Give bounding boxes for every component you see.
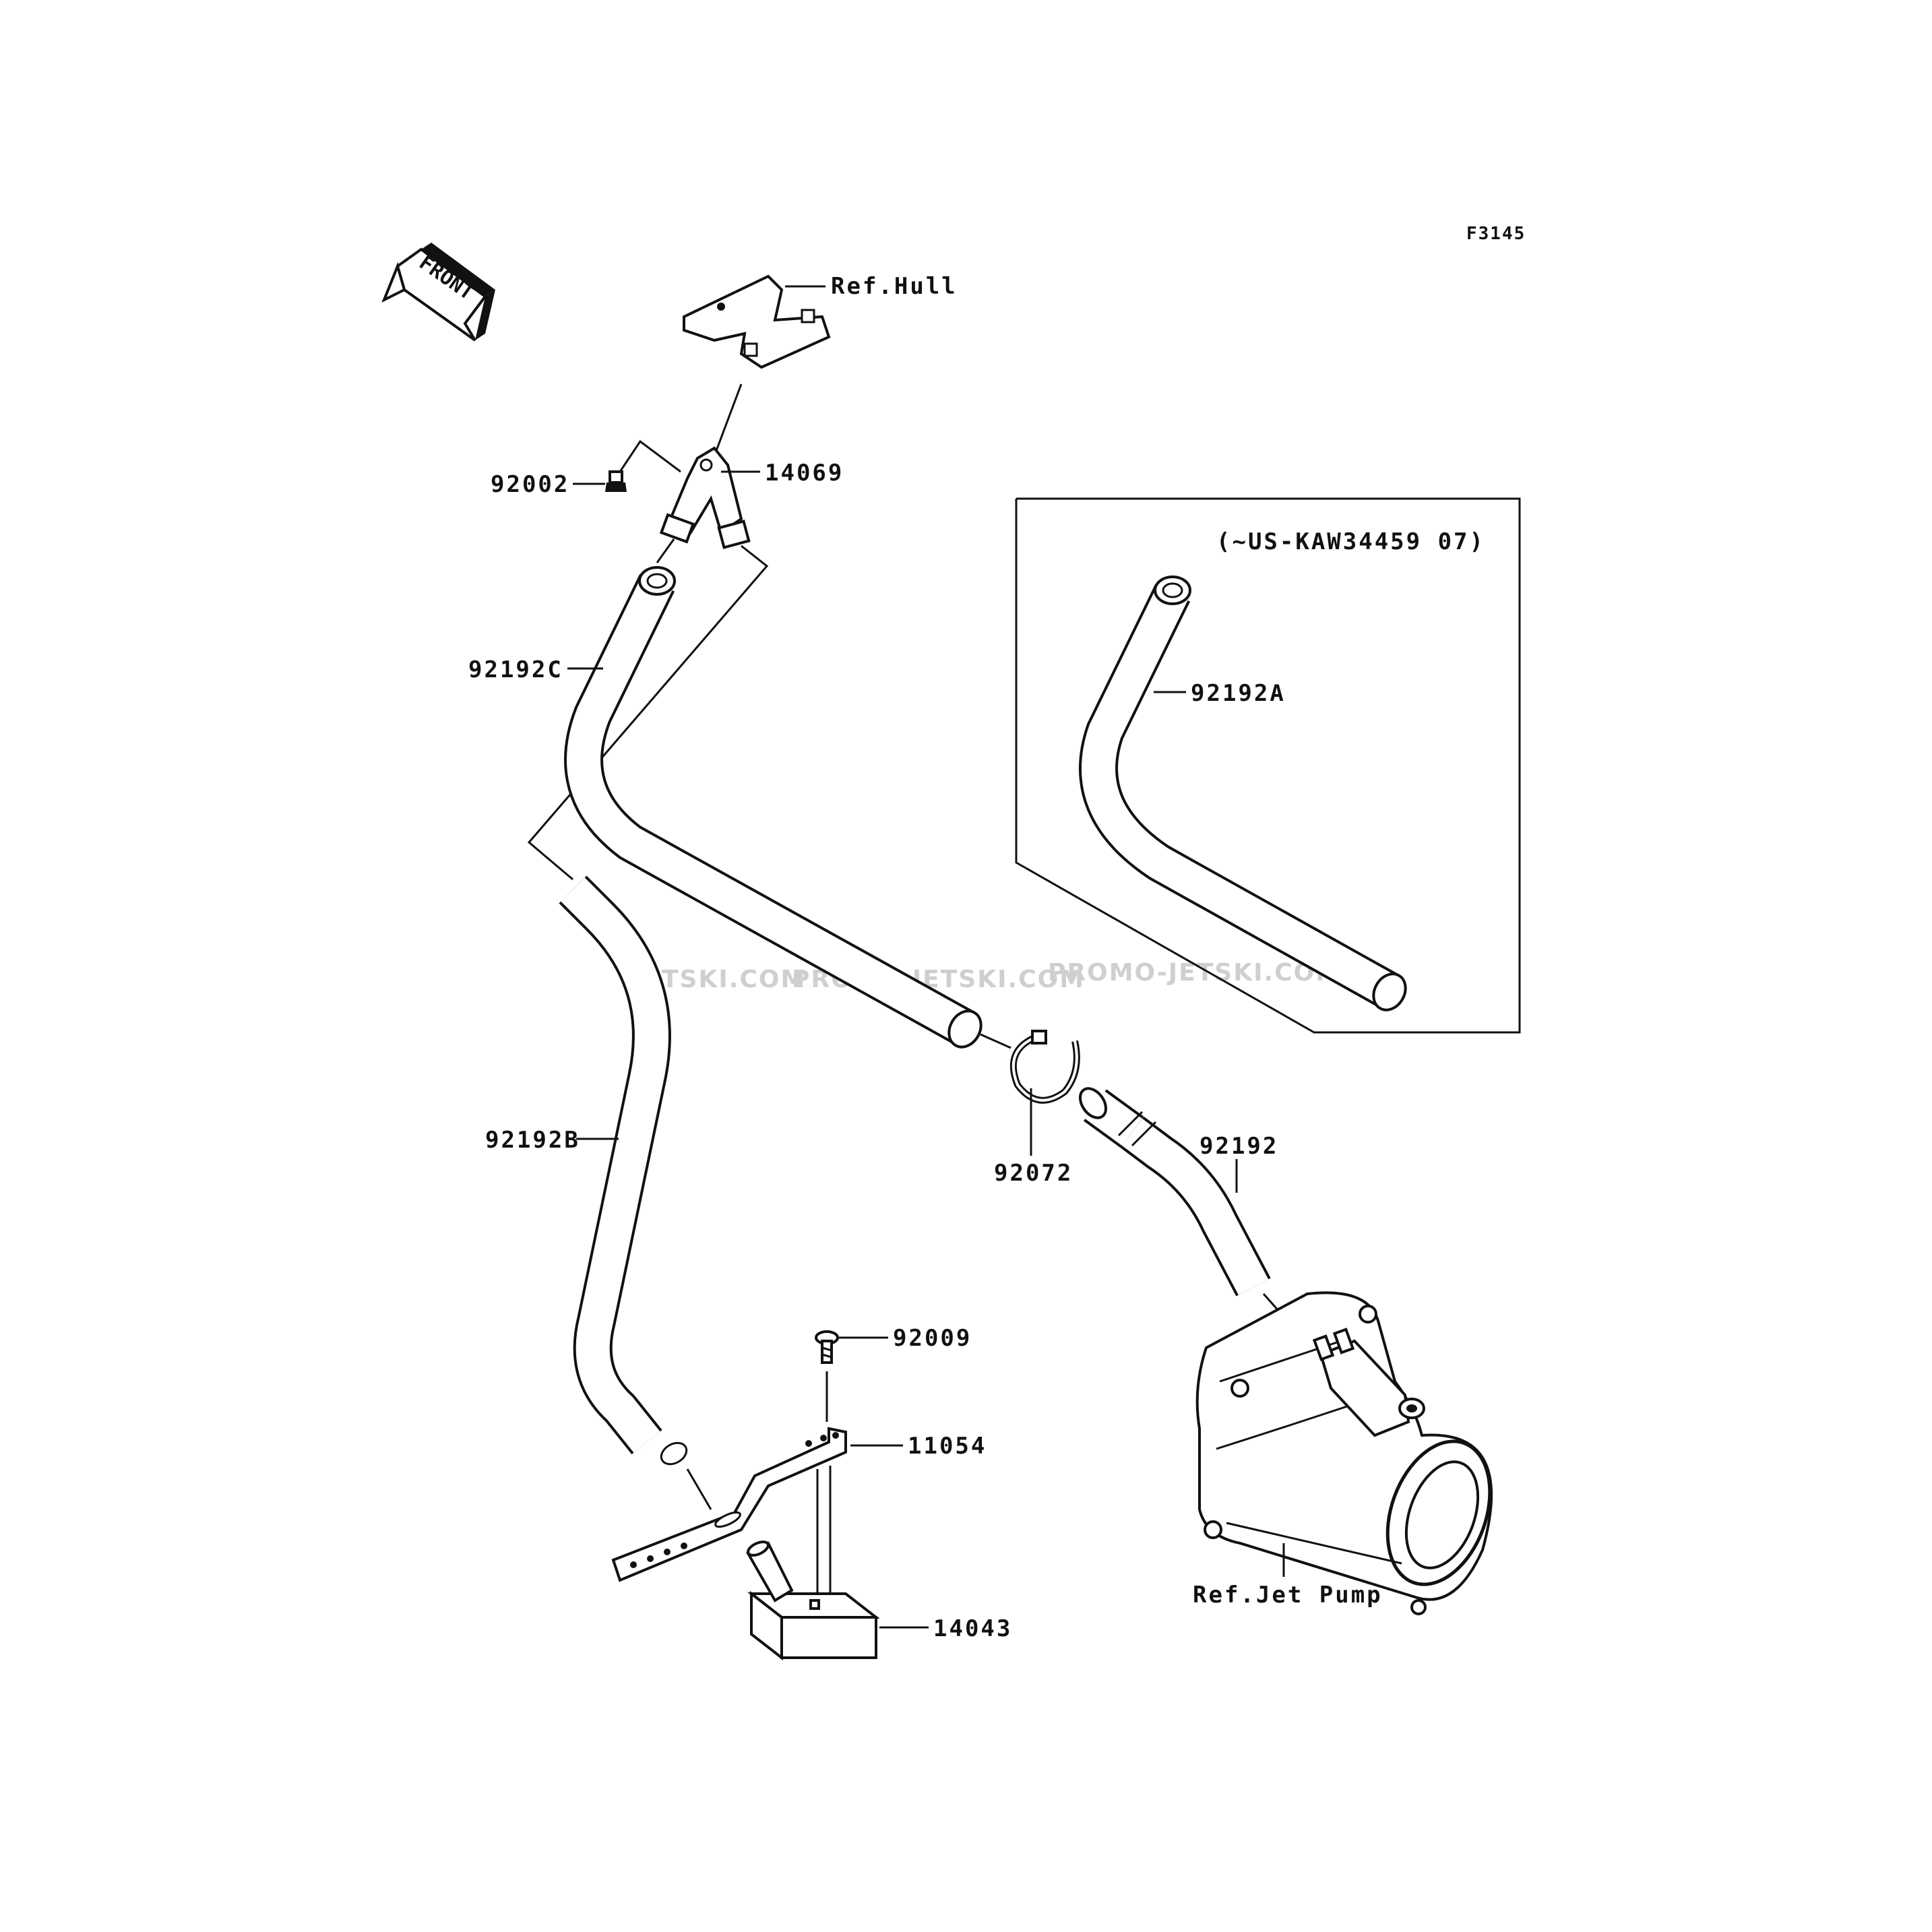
label-92192A: 92192A <box>1191 680 1286 707</box>
front-arrow-icon: FRONT <box>381 243 495 342</box>
inset-note: (~US-KAW34459 07) <box>1216 528 1485 555</box>
label-92072: 92072 <box>994 1160 1073 1187</box>
inset-box <box>1015 497 1521 1034</box>
hose-92192B <box>559 875 688 1466</box>
label-14043: 14043 <box>933 1615 1012 1642</box>
jet-pump <box>1195 1291 1493 1615</box>
bracket-11054 <box>611 1427 847 1582</box>
hull-bracket <box>683 274 831 369</box>
label-92192C: 92192C <box>468 656 563 683</box>
label-11054: 11054 <box>908 1433 987 1460</box>
hose-92192 <box>1078 1087 1271 1297</box>
strainer-14043 <box>746 1540 880 1661</box>
t-joint-14069 <box>659 446 751 549</box>
label-14069: 14069 <box>765 460 844 487</box>
hose-92192C <box>564 566 983 1049</box>
bolt-92002 <box>605 470 627 492</box>
label-92192: 92192 <box>1199 1133 1278 1160</box>
label-92192B: 92192B <box>485 1127 580 1154</box>
clamp-92072 <box>1009 1030 1080 1104</box>
label-ref-hull: Ref.Hull <box>831 273 958 300</box>
label-92009: 92009 <box>893 1325 972 1352</box>
screw-92009 <box>815 1330 839 1364</box>
hose-92192A <box>1079 575 1407 1011</box>
label-ref-jet-pump: Ref.Jet Pump <box>1193 1582 1383 1609</box>
figure-code: F3145 <box>1466 224 1526 244</box>
label-92002: 92002 <box>491 471 569 498</box>
